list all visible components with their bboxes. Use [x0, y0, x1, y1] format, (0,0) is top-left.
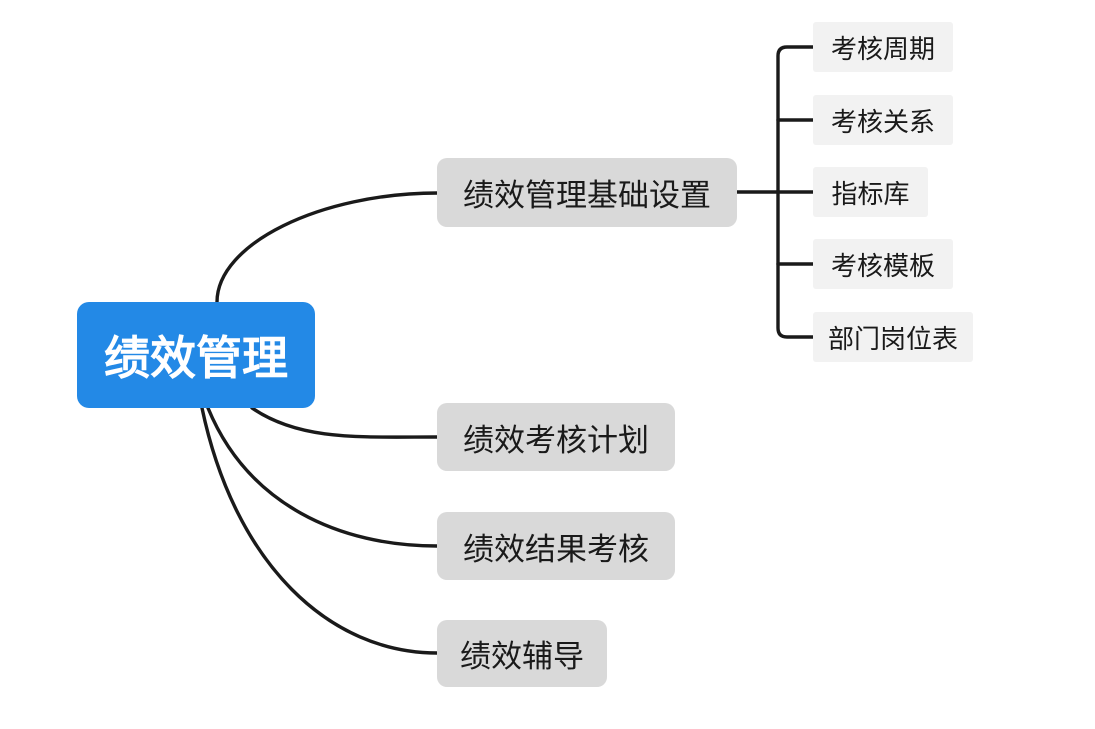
- leaf-node-indicator-library[interactable]: 指标库: [813, 167, 928, 217]
- connector-root-to-branch-3: [200, 406, 439, 655]
- leaf-node-label: 考核模板: [830, 250, 935, 281]
- branch-node-assessment-plan[interactable]: 绩效考核计划: [437, 403, 675, 471]
- connector-root-to-branch-0: [215, 191, 440, 304]
- leaf-node-label: 部门岗位表: [827, 323, 958, 354]
- leaf-node-assessment-cycle[interactable]: 考核周期: [813, 22, 953, 72]
- root-node-performance-management[interactable]: 绩效管理: [77, 302, 315, 408]
- branch-node-label: 绩效辅导: [460, 639, 584, 674]
- leaf-node-label: 考核关系: [830, 106, 935, 137]
- leaf-node-department-position-table[interactable]: 部门岗位表: [813, 312, 973, 362]
- connector-root-to-branch-1: [250, 406, 439, 439]
- branch-node-coaching[interactable]: 绩效辅导: [437, 620, 607, 687]
- root-node-label: 绩效管理: [104, 332, 288, 384]
- branch-node-label: 绩效结果考核: [463, 531, 649, 567]
- branch-node-basic-settings[interactable]: 绩效管理基础设置: [437, 158, 737, 227]
- branch-node-result-assessment[interactable]: 绩效结果考核: [437, 512, 675, 580]
- connector-root-to-branch-2: [206, 406, 439, 548]
- leaf-node-assessment-template[interactable]: 考核模板: [813, 239, 953, 289]
- connector-trunk: [776, 45, 815, 339]
- leaf-node-label: 指标库: [831, 178, 910, 209]
- leaf-node-assessment-relationship[interactable]: 考核关系: [813, 95, 953, 145]
- branch-node-label: 绩效考核计划: [463, 422, 649, 458]
- branch-node-label: 绩效管理基础设置: [463, 178, 711, 213]
- leaf-node-label: 考核周期: [830, 33, 935, 64]
